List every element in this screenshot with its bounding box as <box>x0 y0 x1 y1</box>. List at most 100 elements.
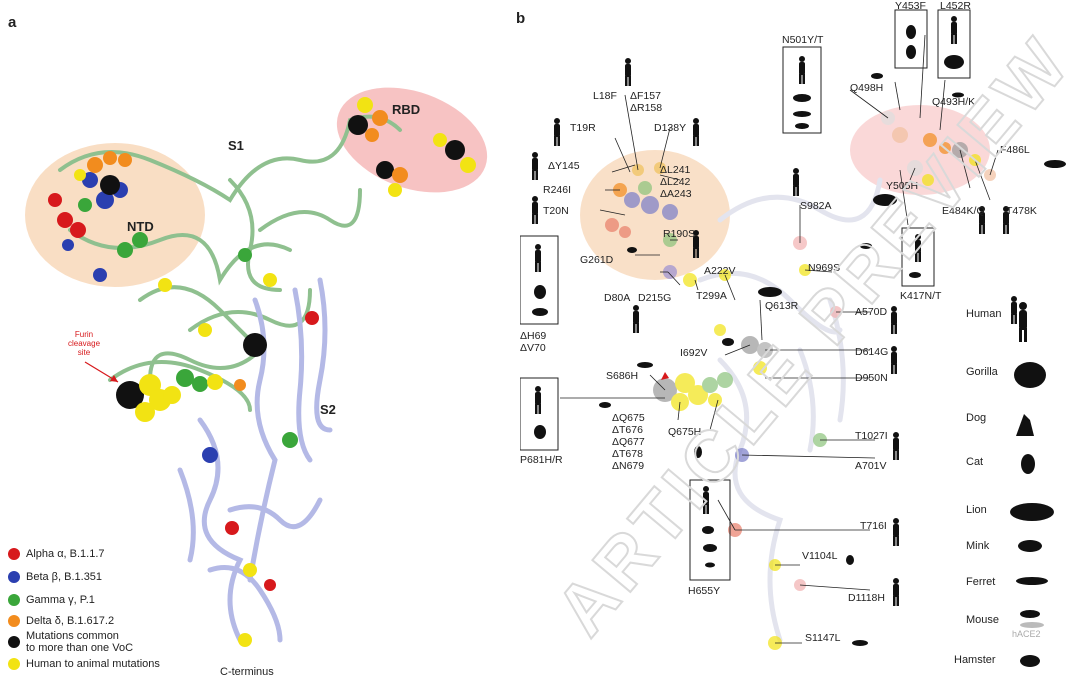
species-mouse: Mouse <box>966 614 1000 626</box>
mut-l452: L452R <box>940 0 971 12</box>
mut-q613r: Q613R <box>765 300 799 312</box>
faded-ribbon <box>697 177 883 643</box>
legend-label: Human to animal mutations <box>26 658 160 670</box>
mut-r246i: R246I <box>543 184 572 196</box>
panel-b: b N501Y/T Y453F L452R Q498H Q493H/K L18F… <box>516 0 1080 684</box>
mut-q675h: Q675H <box>668 426 702 438</box>
mut-t478k: T478K <box>1006 205 1037 217</box>
mut-dl242: ΔL242 <box>660 176 691 188</box>
furin-label: Furin cleavage site <box>68 330 100 357</box>
mut-y453: Y453F <box>895 0 926 12</box>
mut-d138y: D138Y <box>654 122 687 134</box>
rbd-region-b <box>850 105 990 195</box>
mut-a222v: A222V <box>704 265 736 277</box>
panel-a: a S1 S2 NTD RBD C-terminus Furin cleavag… <box>0 0 520 684</box>
legend-swatch <box>8 615 20 627</box>
species-dog: Dog <box>966 412 987 424</box>
silhouettes <box>532 16 1066 667</box>
ntd-label: NTD <box>127 219 154 234</box>
mut-t19r: T19R <box>570 122 596 134</box>
mut-e484k: E484K/Q <box>942 205 985 217</box>
species-boxes <box>520 9 971 581</box>
legend-item: Human to animal mutations <box>8 658 160 670</box>
s2-label: S2 <box>320 402 336 417</box>
species-cat: Cat <box>966 456 984 468</box>
species-lion: Lion <box>966 504 987 516</box>
residue-spheres <box>48 97 476 647</box>
rbd-label: RBD <box>392 102 421 117</box>
mut-l18f: L18F <box>593 90 617 102</box>
mut-a570d: A570D <box>855 306 888 318</box>
legend-item: Mutations common to more than one VoC <box>8 630 133 654</box>
mut-f486l: F486L <box>1000 144 1030 156</box>
legend-label: Delta δ, B.1.617.2 <box>26 615 115 627</box>
mut-d950n: D950N <box>855 372 888 384</box>
mut-dr158: ΔR158 <box>630 102 663 114</box>
mut-k417: K417N/T <box>900 290 942 302</box>
furin-line1: Furin <box>74 330 94 339</box>
mut-d614g: D614G <box>855 346 889 358</box>
panel-b-label: b <box>516 10 526 27</box>
mut-dq675: ΔQ675 <box>612 412 645 424</box>
mut-y505h: Y505H <box>886 180 919 192</box>
mut-p681: P681H/R <box>520 454 563 466</box>
legend-item: Delta δ, B.1.617.2 <box>8 615 114 627</box>
mut-t20n: T20N <box>543 205 569 217</box>
mut-dt678: ΔT678 <box>612 448 643 460</box>
mut-v1104l: V1104L <box>802 550 838 562</box>
legend-swatch <box>8 571 20 583</box>
mut-r190s: R190S <box>663 228 696 240</box>
mut-n969s: N969S <box>808 262 841 274</box>
spike-structure-b <box>520 9 1066 667</box>
residues-b <box>605 111 996 650</box>
species-mink: Mink <box>966 540 990 552</box>
species-ferret: Ferret <box>966 576 996 588</box>
mut-d215g: D215G <box>638 292 672 304</box>
legend-swatch <box>8 658 20 670</box>
legend-item: Gamma γ, P.1 <box>8 594 95 606</box>
s2-ribbon <box>177 277 333 643</box>
furin-arrowhead <box>110 375 118 382</box>
legend-label: Gamma γ, P.1 <box>26 594 95 606</box>
mut-s982a: S982A <box>800 200 832 212</box>
furin-line2: cleavage <box>68 339 101 348</box>
mut-dh69: ΔH69 <box>520 330 547 342</box>
mut-g261d: G261D <box>580 254 614 266</box>
mut-dq677: ΔQ677 <box>612 436 645 448</box>
rbd-region <box>336 87 488 193</box>
mut-d1118h: D1118H <box>848 592 885 604</box>
ntd-region-b <box>580 150 730 280</box>
legend-label: Mutations common to more than one VoC <box>26 630 134 654</box>
legend-label: Beta β, B.1.351 <box>26 571 103 583</box>
mut-n501: N501Y/T <box>782 34 824 46</box>
s1-label: S1 <box>228 138 244 153</box>
species-gorilla: Gorilla <box>966 366 998 378</box>
mut-t299a: T299A <box>696 290 727 302</box>
mut-dl241: ΔL241 <box>660 164 691 176</box>
mut-i692v: I692V <box>680 347 708 359</box>
mut-t716i: T716I <box>860 520 887 532</box>
mut-dv70: ΔV70 <box>520 342 546 354</box>
mut-t1027i: T1027I <box>855 430 888 442</box>
species-human: Human <box>966 308 1002 320</box>
spike-structure-a <box>25 87 488 647</box>
furin-marker-b <box>661 372 669 380</box>
mut-a701v: A701V <box>855 460 887 472</box>
mut-s1147l: S1147L <box>805 632 841 644</box>
furin-line3: site <box>77 348 91 357</box>
c-terminus-label: C-terminus <box>220 666 274 678</box>
ntd-region <box>25 143 205 287</box>
mut-d80a: D80A <box>604 292 631 304</box>
mut-q498: Q498H <box>850 82 884 94</box>
legend-item: Beta β, B.1.351 <box>8 571 102 583</box>
legend-swatch <box>8 594 20 606</box>
legend-swatch <box>8 548 20 560</box>
legend-item: Alpha α, B.1.1.7 <box>8 548 105 560</box>
panel-a-label: a <box>8 14 17 31</box>
mut-dn679: ΔN679 <box>612 460 645 472</box>
mut-q493: Q493H/K <box>932 96 976 108</box>
mut-dy145: ΔY145 <box>548 160 580 172</box>
hace2-label: hACE2 <box>1012 629 1041 639</box>
leader-lines <box>560 34 999 644</box>
mut-s686h: S686H <box>606 370 639 382</box>
